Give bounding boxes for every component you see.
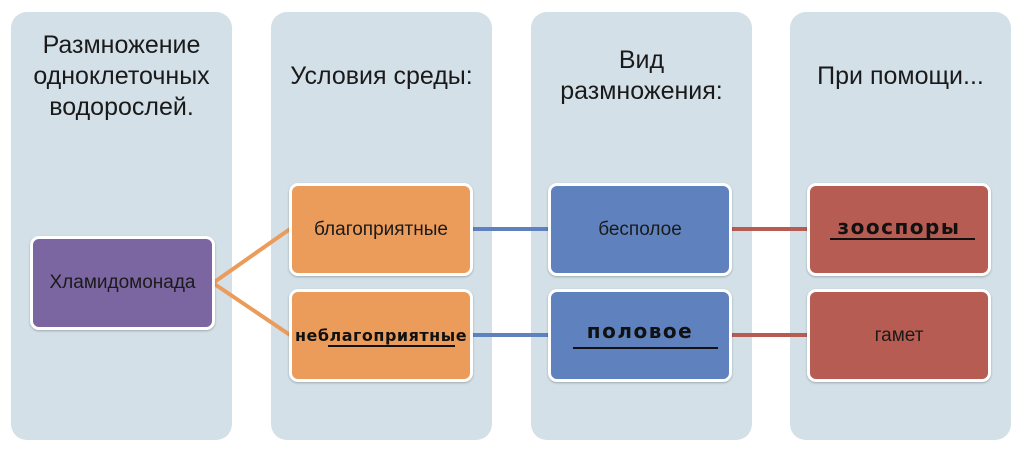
- answer-underline: [328, 345, 455, 347]
- node-favorable: благоприятные: [289, 183, 473, 276]
- node-gametes: гамет: [807, 289, 991, 382]
- answer-underline: [830, 238, 975, 240]
- node-organism: Хламидомонада: [30, 236, 215, 330]
- node-sexual-label: половое: [586, 318, 694, 343]
- node-favorable-label: благоприятные: [314, 218, 448, 240]
- column-type-header: Вид размножения:: [560, 46, 723, 105]
- node-asexual-label: бесполое: [598, 218, 682, 240]
- answer-underline: [573, 347, 718, 349]
- column-topic: Размножение одноклеточных водорослей.: [11, 12, 232, 440]
- node-zoospores-label: зооспоры: [837, 214, 961, 239]
- node-unfavorable-label: неблагоприятные: [294, 326, 468, 345]
- link-organism-favorable: [211, 227, 292, 285]
- column-topic-header: Размножение одноклеточных водорослей.: [33, 31, 210, 121]
- node-asexual: бесполое: [548, 183, 732, 276]
- link-organism-unfavorable: [211, 281, 292, 337]
- column-conditions-header: Условия среды:: [290, 62, 473, 90]
- node-zoospores: зооспоры: [807, 183, 991, 276]
- column-means-header: При помощи...: [817, 62, 984, 90]
- node-gametes-label: гамет: [874, 324, 924, 346]
- node-organism-label: Хламидомонада: [49, 272, 196, 293]
- node-sexual: половое: [548, 289, 732, 382]
- node-unfavorable: неблагоприятные: [289, 289, 473, 382]
